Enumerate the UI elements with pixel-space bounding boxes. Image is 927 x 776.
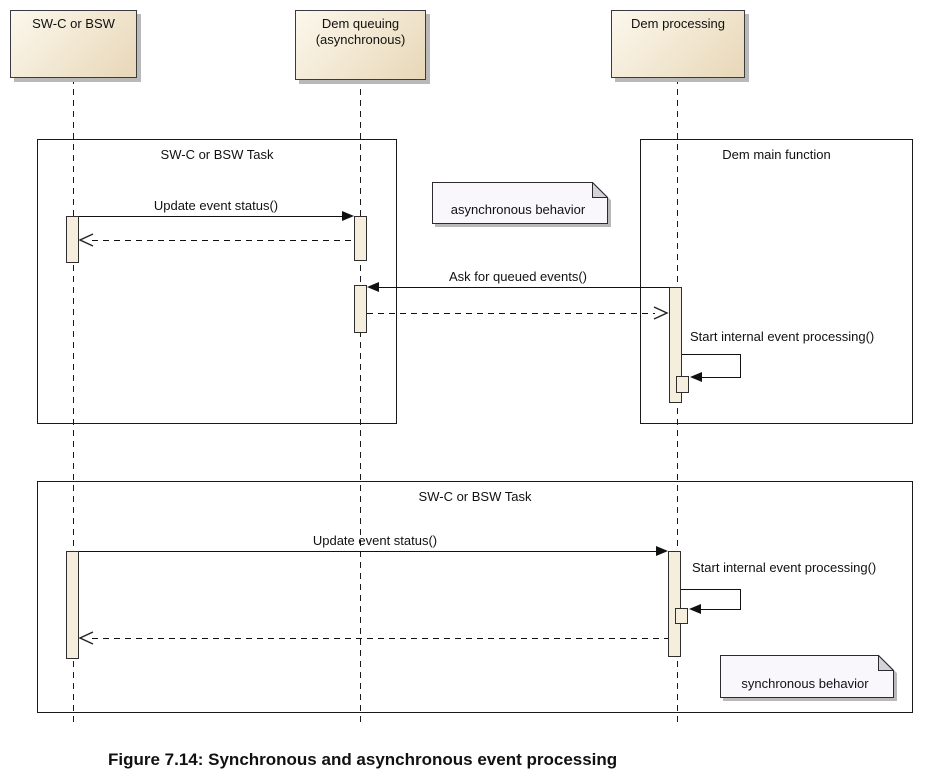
frame-dem-main-function: Dem main function xyxy=(640,139,913,424)
frame-title: SW-C or BSW Task xyxy=(418,489,532,504)
open-arrowhead-left-icon xyxy=(78,631,94,645)
activation-nested-bottom xyxy=(675,608,688,624)
frame-swc-task-top: SW-C or BSW Task xyxy=(37,139,397,424)
message-label-update-event-status-1: Update event status() xyxy=(153,198,279,213)
filled-arrowhead-right-icon xyxy=(342,211,354,221)
activation-dem-queuing-1 xyxy=(354,216,367,261)
note-text: asynchronous behavior xyxy=(450,202,586,217)
activation-dem-queuing-2 xyxy=(354,285,367,333)
frame-title: SW-C or BSW Task xyxy=(160,147,274,162)
lifeline-swc-or-bsw xyxy=(73,78,74,722)
filled-arrowhead-left-icon xyxy=(690,372,702,382)
self-message-line xyxy=(681,589,740,590)
message-line xyxy=(79,216,342,217)
figure-caption: Figure 7.14: Synchronous and asynchronou… xyxy=(108,750,618,769)
self-message-line xyxy=(740,589,741,610)
frame-swc-task-bottom: SW-C or BSW Task xyxy=(37,481,913,713)
filled-arrowhead-right-icon xyxy=(656,546,668,556)
participant-dem-queuing: Dem queuing (asynchronous) xyxy=(295,10,426,80)
filled-arrowhead-left-icon xyxy=(689,604,701,614)
lifeline-dem-queuing xyxy=(360,78,361,722)
open-arrowhead-right-icon xyxy=(653,306,669,320)
participant-dem-processing: Dem processing xyxy=(611,10,745,78)
open-arrowhead-left-icon xyxy=(78,233,94,247)
self-message-line xyxy=(740,354,741,378)
message-label-start-internal-1: Start internal event processing() xyxy=(690,329,875,344)
message-label-ask-for-queued-events: Ask for queued events() xyxy=(448,269,588,284)
activation-swc-bottom xyxy=(66,551,79,659)
frame-title: Dem main function xyxy=(722,147,831,162)
activation-nested-top xyxy=(676,376,689,393)
participant-label: Dem queuing (asynchronous) xyxy=(315,16,406,47)
note-shape xyxy=(720,654,895,698)
note-text: synchronous behavior xyxy=(741,676,869,691)
participant-label: SW-C or BSW xyxy=(32,16,115,31)
note-shape xyxy=(432,181,609,224)
self-message-line xyxy=(701,609,740,610)
activation-dem-processing-bottom xyxy=(668,551,681,657)
note-asynchronous-behavior: asynchronous behavior xyxy=(432,181,609,224)
return-line xyxy=(367,313,655,314)
participant-swc-or-bsw: SW-C or BSW xyxy=(10,10,137,78)
return-line xyxy=(92,240,354,241)
message-label-update-event-status-2: Update event status() xyxy=(312,533,438,548)
message-label-start-internal-2: Start internal event processing() xyxy=(692,560,877,575)
filled-arrowhead-left-icon xyxy=(367,282,379,292)
note-synchronous-behavior: synchronous behavior xyxy=(720,654,895,698)
return-line xyxy=(92,638,668,639)
message-line xyxy=(79,551,656,552)
message-line xyxy=(379,287,670,288)
participant-label: Dem processing xyxy=(631,16,725,31)
activation-dem-processing-top xyxy=(669,287,682,403)
self-message-line xyxy=(682,354,740,355)
self-message-line xyxy=(702,377,740,378)
activation-swc-top xyxy=(66,216,79,263)
